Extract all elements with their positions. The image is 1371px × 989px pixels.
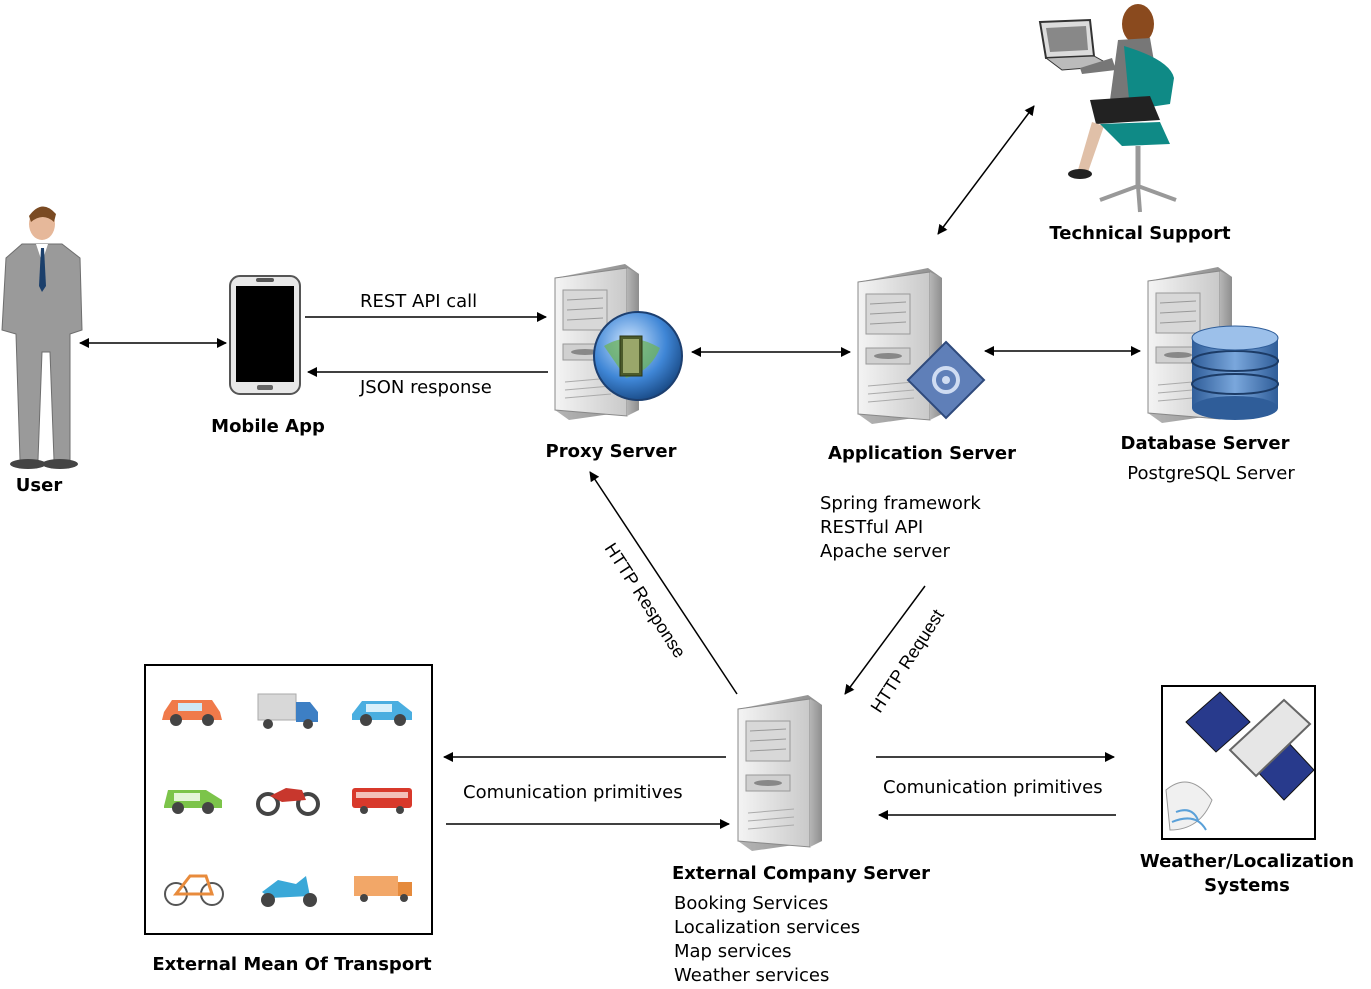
company-service-item: Map services: [674, 941, 792, 962]
connector-lines: [79, 105, 1141, 829]
application-server-label: Application Server: [828, 443, 1016, 464]
json-response-label: JSON response: [360, 377, 492, 398]
user-label: User: [15, 475, 63, 496]
rest-api-call-label: REST API call: [360, 291, 478, 312]
proxy-server-label: Proxy Server: [545, 441, 677, 462]
external-company-server-label: External Company Server: [671, 863, 931, 884]
transport-vehicles-panel: [144, 664, 433, 935]
database-server-label: Database Server: [1120, 433, 1290, 454]
satellite-panel: [1161, 685, 1316, 840]
http-request-label: HTTP Request: [867, 606, 948, 716]
app-server-detail-item: RESTful API: [820, 517, 924, 538]
company-service-item: Weather services: [674, 965, 830, 986]
company-service-item: Booking Services: [674, 893, 829, 914]
weather-systems-label: Weather/Localization Systems: [1140, 850, 1354, 898]
app-server-detail-item: Apache server: [820, 541, 950, 562]
motorcycle-icon: [256, 788, 320, 816]
orange-truck-icon: [354, 876, 412, 902]
mobile-phone-icon: [229, 275, 301, 395]
company-service-item: Localization services: [674, 917, 861, 938]
bicycle-icon: [164, 874, 224, 906]
database-server-icon: [1147, 266, 1279, 424]
orange-car-icon: [162, 700, 222, 726]
weather-systems-line1: Weather/Localization: [1139, 851, 1355, 872]
technical-support-person-icon: [1038, 4, 1177, 213]
blue-car-icon: [352, 701, 412, 726]
mobile-app-label: Mobile App: [211, 416, 325, 437]
green-car-icon: [164, 790, 222, 814]
http-response-arrow: [589, 471, 738, 695]
scooter-icon: [261, 876, 317, 907]
user-figure-icon: [1, 206, 83, 469]
http-request-arrow: [844, 585, 926, 695]
truck-icon: [257, 693, 318, 729]
proxy-server-icon: [554, 263, 683, 421]
satellite-icon: [1165, 691, 1315, 831]
comm-primitives-left-label: Comunication primitives: [463, 782, 683, 803]
company-services-list: Booking Services Localization services M…: [674, 892, 860, 988]
app-server-detail-item: Spring framework: [820, 493, 981, 514]
support-app-arrow: [937, 105, 1035, 235]
application-server-icon: [857, 267, 986, 425]
http-response-label: HTTP Response: [601, 539, 690, 661]
app-server-details: Spring framework RESTful API Apache serv…: [820, 492, 981, 564]
comm-primitives-right-label: Comunication primitives: [883, 777, 1103, 798]
bus-icon: [352, 788, 412, 814]
technical-support-label: Technical Support: [1049, 223, 1231, 244]
database-detail-label: PostgreSQL Server: [1127, 463, 1295, 484]
weather-systems-line2: Systems: [1204, 875, 1290, 896]
external-transport-label: External Mean Of Transport: [152, 954, 432, 975]
external-company-server-icon: [737, 694, 823, 852]
